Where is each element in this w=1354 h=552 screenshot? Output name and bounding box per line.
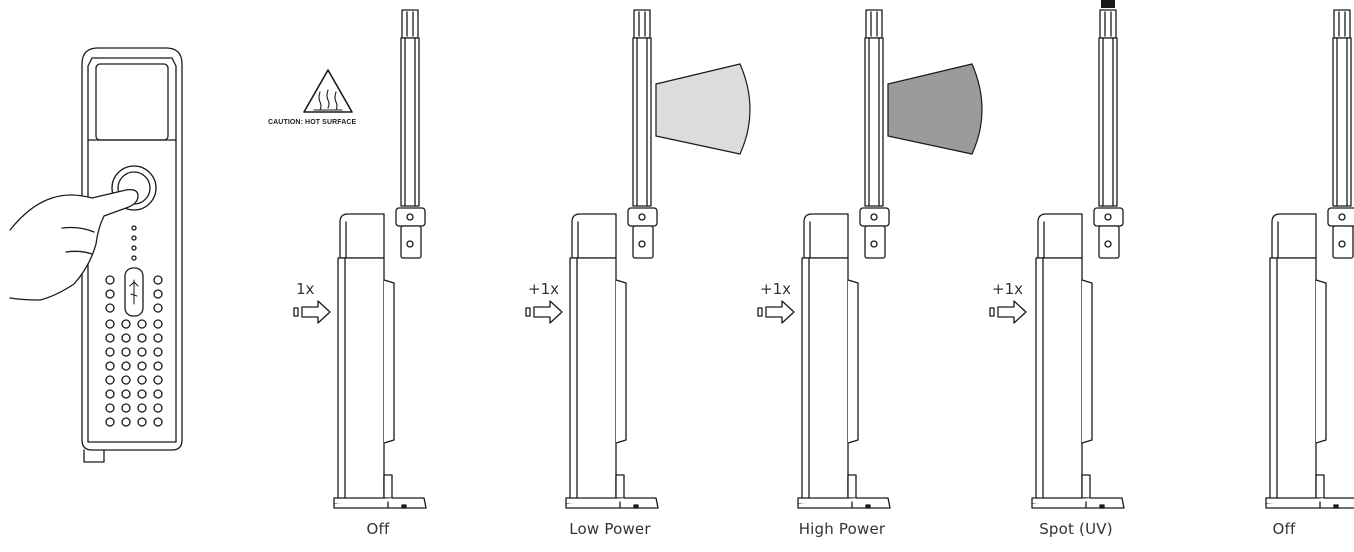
device-step-1 (333, 9, 427, 509)
press-count-label: 1x (296, 280, 315, 298)
low-power-beam (655, 63, 751, 155)
spot-uv-indicator (1101, 0, 1115, 8)
hot-surface-warning-icon (303, 69, 353, 113)
device-step-5 (1265, 9, 1354, 509)
hand-pressing-icon (9, 188, 139, 301)
press-arrow-icon (525, 300, 563, 324)
device-step-3 (797, 9, 891, 509)
mode-caption: Spot (UV) (1039, 520, 1113, 538)
mode-caption: Low Power (569, 520, 651, 538)
device-step-4 (1031, 9, 1125, 509)
mode-caption: High Power (798, 520, 886, 538)
press-count-label: +1x (528, 280, 559, 298)
mode-caption: Off (366, 520, 390, 538)
front-view-device (81, 47, 183, 463)
press-count-label: +1x (760, 280, 791, 298)
press-arrow-icon (293, 300, 331, 324)
press-arrow-icon (989, 300, 1027, 324)
speaker-grille (105, 275, 163, 427)
high-power-beam (887, 63, 983, 155)
device-step-2 (565, 9, 659, 509)
press-arrow-icon (757, 300, 795, 324)
caution-label: CAUTION: HOT SURFACE (268, 119, 357, 126)
mode-caption: Off (1272, 520, 1296, 538)
press-count-label: +1x (992, 280, 1023, 298)
